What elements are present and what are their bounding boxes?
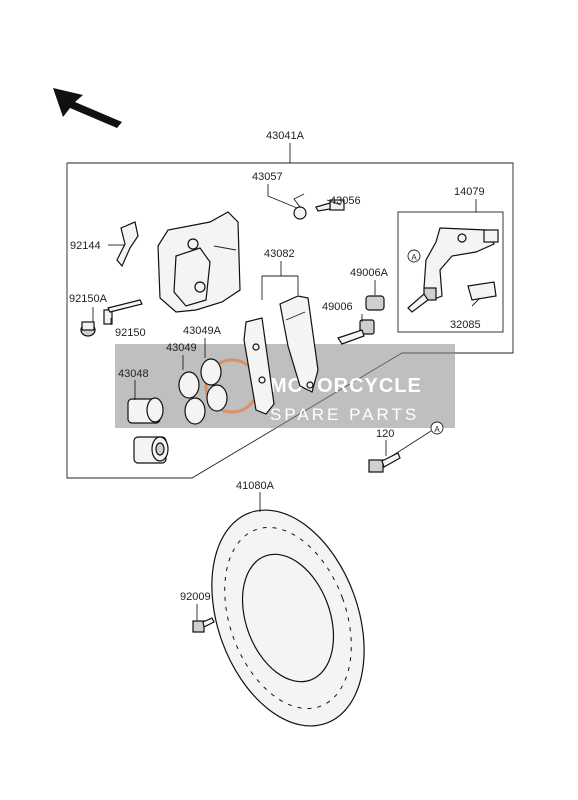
label-caliper-assembly: 43041A [266,130,305,142]
label-disc-bolt: 92009 [180,591,211,603]
bleed-valve [315,199,345,212]
label-seal-a: 43049A [183,325,222,337]
brake-pad-inner [279,295,319,393]
label-bracket: 14079 [454,186,485,198]
watermark-line-1: MOTORCYCLE [270,375,422,397]
bracket-frame [397,211,504,333]
pin-plug [80,321,96,337]
label-shim: 32085 [450,319,481,331]
watermark: MOTORCYCLE SPARE PARTS [115,344,455,428]
pad-shim [467,281,497,301]
label-pin-plug: 92150A [69,293,108,305]
piston-upper [127,397,164,424]
callout-marker-bracket: A [407,249,421,263]
label-spring: 92144 [70,240,101,252]
svg-text:A: A [411,253,417,262]
piston-lower [133,436,169,464]
leader-lines [92,184,481,621]
label-disc: 41080A [236,480,275,492]
bleed-cap [293,193,307,220]
pad-pin [103,299,143,325]
mounting-bolt [368,452,401,473]
label-bleed-valve: 43056 [330,195,361,207]
caliper-bracket [407,227,499,313]
direction-arrow-icon [53,88,122,128]
caliper-pin [337,319,375,345]
boot [365,295,385,311]
caliper-body [157,211,241,313]
callout-marker-bolt: A [430,421,444,435]
svg-text:A: A [434,425,440,434]
seal-group [178,358,228,425]
label-boot-a: 49006A [350,267,389,279]
disc-bolt [192,617,215,633]
label-pads: 43082 [264,248,295,260]
label-pad-pin: 92150 [115,327,146,339]
spring-clip [116,221,139,268]
brake-disc [211,509,365,727]
label-bleed-cap: 43057 [252,171,283,183]
brake-pad-outer [243,317,275,415]
label-pin: 49006 [322,301,353,313]
watermark-line-2: SPARE PARTS [270,405,419,424]
label-bolt: 120 [376,428,394,440]
label-seal: 43049 [166,342,197,354]
label-piston: 43048 [118,368,149,380]
